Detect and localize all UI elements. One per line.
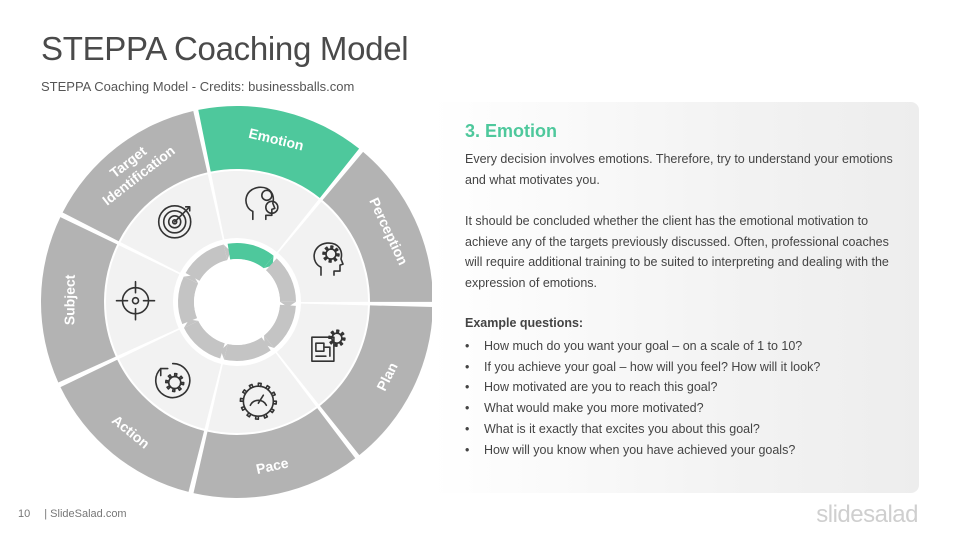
list-item: •What is it exactly that excites you abo…	[465, 419, 915, 440]
page-number: 10	[18, 508, 31, 520]
footer-site: | SlideSalad.com	[44, 508, 127, 520]
cycle-gear-icon	[154, 362, 191, 399]
bullet: •	[465, 442, 470, 457]
list-item: •How motivated are you to reach this goa…	[465, 377, 915, 398]
segment-emotion[interactable]	[198, 106, 360, 198]
speedometer-gear-icon	[239, 382, 278, 421]
segment-perception[interactable]	[322, 151, 433, 302]
cycle-arrow-tip	[223, 244, 231, 261]
page-subtitle: STEPPA Coaching Model - Credits: busines…	[41, 79, 355, 94]
bullet: •	[465, 339, 470, 353]
cycle-arrow-tip	[279, 301, 296, 308]
brand-logo: slidesalad	[816, 501, 918, 528]
segment-action[interactable]	[60, 359, 205, 492]
cycle-arrow	[263, 304, 296, 348]
bullet: •	[465, 401, 470, 416]
cycle-arrow	[185, 244, 228, 281]
emotions-head-icon	[245, 186, 279, 221]
questions-heading: Example questions:	[465, 316, 584, 330]
cycle-arrow	[227, 243, 274, 269]
segment-label: Pace	[255, 454, 291, 477]
segment-subject[interactable]	[41, 217, 118, 383]
dartboard-icon	[157, 205, 192, 239]
list-item: •How much do you want your goal – on a s…	[465, 336, 915, 357]
list-item: •What would make you more motivated?	[465, 398, 915, 419]
list-item: •How will you know when you have achieve…	[465, 440, 915, 461]
segment-target[interactable]	[62, 110, 208, 242]
bullet: •	[465, 421, 470, 436]
steppa-wheel: SubjectTargetIdentificationEmotionPercep…	[41, 106, 433, 498]
bullet: •	[465, 359, 470, 374]
segment-label-group: Subject	[61, 274, 78, 325]
cycle-arrow-tip	[183, 319, 199, 328]
inner-cell	[211, 171, 319, 252]
section-title: 3. Emotion	[465, 121, 558, 141]
page-title: STEPPA Coaching Model	[41, 30, 409, 67]
cycle-arrow	[224, 337, 271, 361]
inner-cell	[207, 353, 317, 433]
segment-label-group: Pace	[255, 454, 291, 477]
segment-plan[interactable]	[319, 305, 433, 456]
blueprint-gear-icon	[311, 329, 346, 362]
core-center	[194, 259, 280, 345]
footer: 10 | SlideSalad.com	[18, 508, 127, 520]
cycle-arrow	[178, 276, 199, 325]
list-item: •If you achieve your goal – how will you…	[465, 357, 915, 378]
segment-label: Subject	[61, 274, 78, 325]
cycle-arrow	[183, 320, 225, 359]
segment-pace[interactable]	[193, 408, 356, 498]
mind-gears-icon	[313, 242, 344, 276]
inner-cell	[120, 174, 223, 273]
bullet: •	[465, 380, 470, 395]
intro-paragraph: Every decision involves emotions. Theref…	[465, 152, 893, 187]
detail-paragraph: It should be concluded whether the clien…	[465, 214, 889, 291]
inner-cell	[106, 245, 180, 356]
questions-list: •How much do you want your goal – on a s…	[465, 336, 915, 460]
cycle-arrow	[265, 258, 296, 302]
cycle-arrow-tip	[220, 343, 228, 360]
content-panel	[432, 102, 919, 493]
target-crosshair-icon	[115, 280, 156, 321]
inner-cell	[276, 303, 368, 405]
